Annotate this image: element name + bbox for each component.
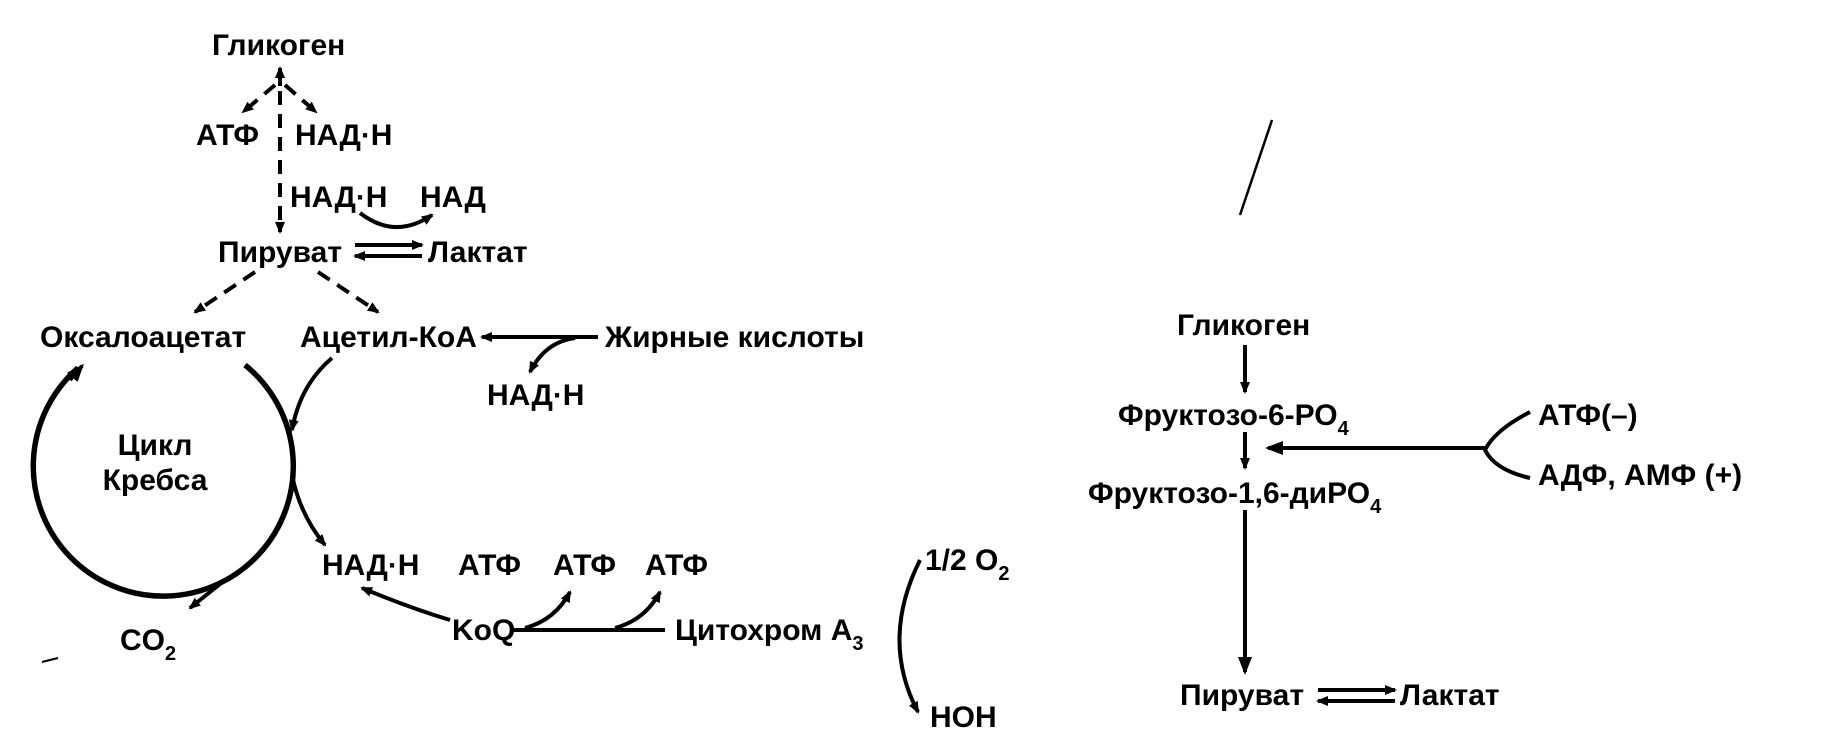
- krebs-cycle-label: Цикл: [118, 429, 193, 462]
- fructose-6-phosphate-label: Фруктозо-6-РО4: [1118, 399, 1350, 440]
- nadh-to-nad-arrow: [358, 211, 434, 229]
- pyruvate-label: Пируват: [1180, 679, 1304, 712]
- glycogen-atp-arrow: [241, 83, 277, 114]
- koq-to-atp-arrow: [524, 590, 572, 630]
- oxaloacetate-label: Оксалоацетат: [40, 321, 246, 354]
- glycogen-label: Гликоген: [1177, 309, 1310, 342]
- krebs-cycle-label: Кребса: [103, 464, 208, 497]
- atp-label: АТФ: [553, 549, 616, 582]
- cycle-to-co2-arrow: [188, 578, 227, 610]
- glycogen-label: Гликоген: [212, 29, 345, 62]
- oxygen-label: 1/2 O2: [925, 544, 1010, 585]
- krebs-cycle-arrowhead: [66, 363, 84, 382]
- adp-amp-activator-label: АДФ, АМФ (+): [1538, 459, 1742, 492]
- fructose-1-6-diphosphate-label: Фруктозо-1,6-диРО4: [1088, 477, 1382, 518]
- nadh-label: НАД·Н: [322, 549, 419, 582]
- fatty-acids-label: Жирные кислоты: [604, 321, 864, 354]
- atp-label: АТФ: [458, 549, 521, 582]
- koq-to-nadh-arrow: [360, 586, 451, 622]
- cytochrome-label: Цитохром А3: [675, 614, 864, 655]
- nad-label: НАД: [420, 181, 486, 214]
- nadh-label: НАД·Н: [487, 379, 584, 412]
- atp-label: АТФ: [645, 549, 708, 582]
- pyruvate-to-oxaloacetate-arrow: [193, 270, 257, 314]
- atp-label: АТФ: [196, 119, 259, 152]
- pyruvate-label: Пируват: [218, 236, 342, 269]
- fatty-acids-nadh-arrow: [528, 336, 576, 374]
- scan-mark: [41, 657, 59, 663]
- glycogen-nadh-arrow: [283, 83, 318, 114]
- respiration-diagram: Гликоген АТФ НАД·Н НАД·Н НАД Пируват Лак…: [30, 29, 1010, 734]
- koq-label: KoQ: [452, 614, 515, 647]
- water-label: НОН: [930, 701, 997, 734]
- nadh-label: НАД·Н: [290, 181, 387, 214]
- atp-inhibitor-label: АТФ(–): [1538, 399, 1638, 432]
- lactate-label: Лактат: [1400, 679, 1500, 712]
- acetyl-coa-to-cycle-arrow: [288, 356, 334, 432]
- glycolysis-regulation-diagram: Гликоген Фруктозо-6-РО4 Фруктозо-1,6-диР…: [1088, 309, 1742, 712]
- lactate-label: Лактат: [428, 236, 528, 269]
- cycle-to-nadh-arrow: [290, 474, 327, 547]
- co2-label: CO2: [120, 624, 176, 665]
- nadh-label: НАД·Н: [295, 119, 392, 152]
- regulators-branch: [1482, 410, 1531, 480]
- scan-mark: [1238, 119, 1274, 216]
- pyruvate-to-acetyl-coa-arrow: [316, 270, 380, 314]
- acetyl-coa-label: Ацетил-КоА: [300, 321, 477, 354]
- cytochrome-to-atp-arrow: [614, 590, 662, 630]
- oxygen-to-water-arrow: [897, 559, 922, 714]
- krebs-cycle-circle: [30, 362, 297, 599]
